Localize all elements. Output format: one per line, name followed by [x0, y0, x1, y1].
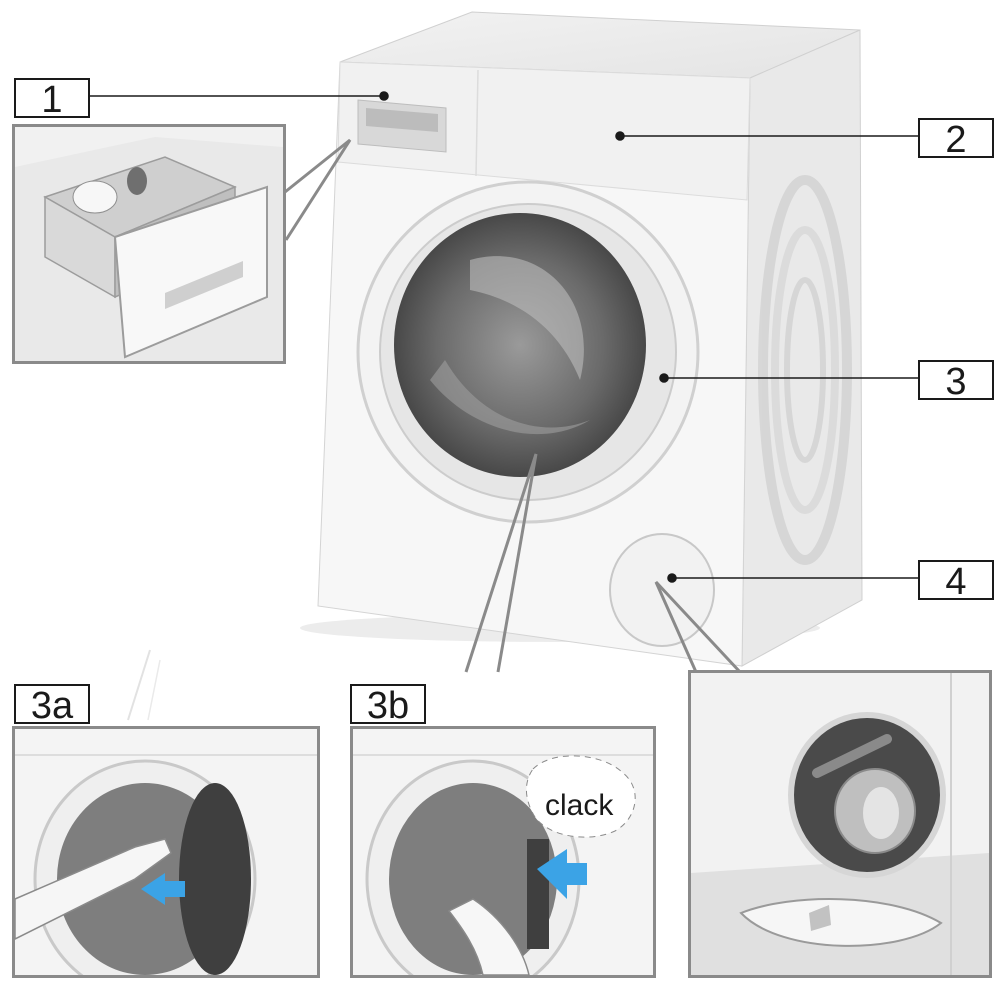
door-close-illustration: clack [353, 729, 653, 975]
callout-funnels [279, 138, 742, 674]
label-3: 3 [918, 360, 994, 401]
inset-pump [688, 670, 992, 978]
clack-text: clack [545, 789, 614, 822]
inset-detergent-drawer [12, 124, 286, 364]
pump-illustration [691, 673, 989, 975]
label-4: 4 [918, 560, 994, 601]
drawer-illustration [15, 127, 283, 361]
label-3a: 3a [14, 684, 90, 725]
inset-3b: clack [350, 726, 656, 978]
control-panel [337, 61, 751, 201]
inset-3a [12, 726, 320, 978]
door-open-illustration [15, 729, 317, 975]
drum-window [394, 213, 646, 477]
label-3b: 3b [350, 684, 426, 725]
side-rings [758, 175, 852, 565]
label-1: 1 [14, 78, 90, 119]
label-2: 2 [918, 118, 994, 159]
leader-lines [88, 91, 920, 583]
